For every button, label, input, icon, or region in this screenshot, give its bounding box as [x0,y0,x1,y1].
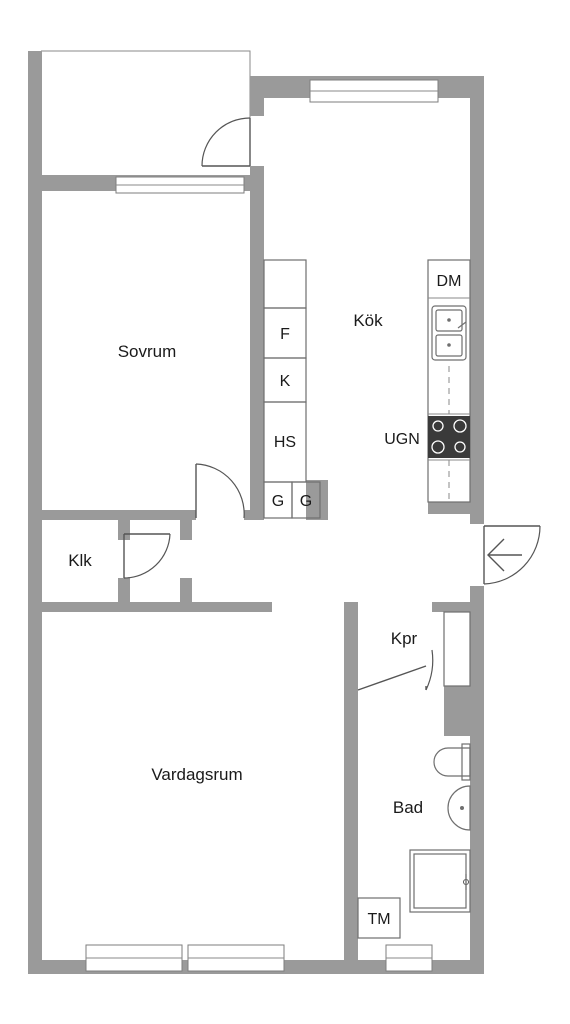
living-window-2 [187,944,285,972]
hall-wardrobe [443,611,471,687]
fixture-label-k: K [280,373,291,390]
bathroom-window [385,944,433,972]
shower-icon [409,849,471,913]
kitchen-window [309,79,439,103]
entrance-arrow-icon [487,538,522,572]
room-label-kok: Kök [353,311,383,330]
doors [123,117,541,691]
fixture-label-g1: G [272,493,284,510]
fixture-label-hs: HS [274,434,296,451]
bathroom-door [357,649,434,691]
bedroom-door [195,463,245,519]
fixture-label-tm: TM [367,911,390,928]
sink-icon [431,305,467,361]
fixture-label-f: F [280,326,290,343]
room-label-vardagsrum: Vardagsrum [151,765,242,784]
fixture-label-ugn: UGN [384,431,420,448]
closet-door [123,533,171,579]
balcony [41,50,251,166]
room-label-sovrum: Sovrum [118,342,177,361]
fixture-label-g2: G [300,493,312,510]
washbasin-icon [447,785,471,831]
walls [28,51,484,974]
stove-icon [428,416,470,458]
fixture-label-dm: DM [437,273,462,290]
kitchen-fixtures [263,259,471,519]
room-label-kpr: Kpr [391,629,418,648]
toilet-icon [433,743,471,781]
room-label-klk: Klk [68,551,92,570]
entrance-door [483,525,541,585]
room-label-bad: Bad [393,798,423,817]
bathroom-fixtures [357,743,471,939]
windows [85,79,439,972]
balcony-door [201,117,251,167]
bedroom-window [115,176,245,194]
living-window-1 [85,944,183,972]
